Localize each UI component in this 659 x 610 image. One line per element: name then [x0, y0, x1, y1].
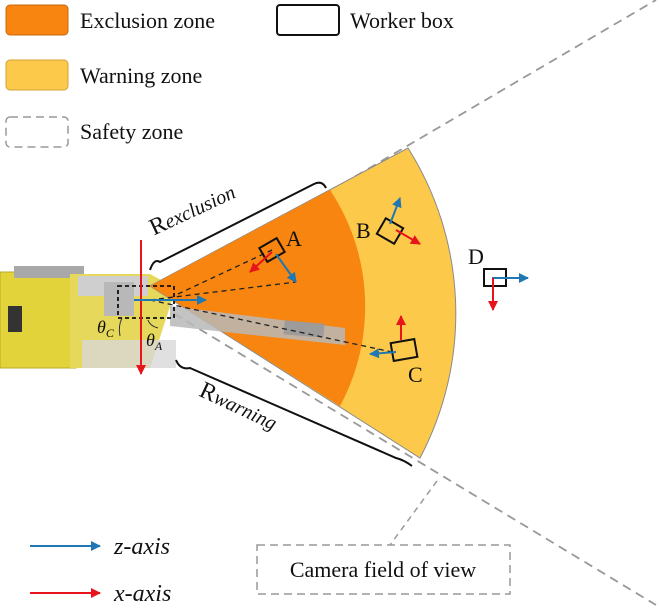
x-axis-legend-label: x-axis [113, 581, 171, 607]
axis-legend: z-axis x-axis [30, 534, 171, 607]
r-exclusion-bracket [149, 181, 327, 271]
r-warning-bracket [175, 359, 413, 467]
vehicle [0, 266, 176, 369]
worker-b [375, 197, 421, 246]
camera-fov-box [256, 544, 511, 595]
legend-exclusion-swatch [5, 4, 69, 36]
worker-d-label: D [468, 244, 484, 269]
theta-c-label: θC [97, 317, 115, 340]
worker-a-label: A [286, 226, 302, 251]
worker-a [249, 236, 297, 283]
exclusion-zone [150, 190, 366, 406]
worker-c [369, 315, 419, 363]
boom [170, 306, 345, 345]
legend-safety-label: Safety zone [80, 119, 183, 144]
legend-safety-swatch [5, 116, 69, 148]
legend-warning-swatch [5, 59, 69, 91]
legend-exclusion-label: Exclusion zone [80, 8, 215, 33]
theta-c-arc [118, 317, 123, 337]
camera-fov-label: Camera field of view [290, 557, 476, 582]
legend-worker-box-swatch [276, 4, 340, 36]
angle-lines [149, 249, 393, 353]
worker-c-label: C [408, 362, 423, 387]
theta-a-label: θA [146, 330, 163, 353]
legend: Exclusion zone Worker box Warning zone S… [5, 4, 454, 148]
r-exclusion-label: Rexclusion [145, 179, 239, 241]
z-axis-legend-label: z-axis [113, 534, 170, 560]
theta-a-arc [147, 319, 159, 329]
legend-worker-box-label: Worker box [350, 8, 454, 33]
legend-warning-label: Warning zone [80, 63, 202, 88]
camera-box [117, 285, 175, 319]
r-warning-label: Rwarning [195, 377, 281, 436]
worker-b-label: B [356, 218, 371, 243]
worker-d [483, 268, 529, 311]
